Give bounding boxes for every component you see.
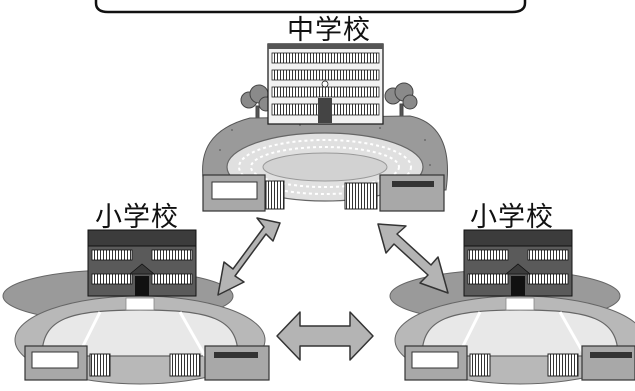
double-arrow-left-diagonal (217, 217, 281, 296)
tree-right (384, 82, 418, 119)
elementary-campus-left (2, 229, 270, 385)
label-elementary-left: 小学校 (95, 202, 179, 233)
elementary-right-gym-right (547, 345, 635, 381)
label-junior-high: 中学校 (287, 15, 371, 46)
elementary-left-gym-right (169, 345, 270, 381)
double-arrow-right-diagonal (377, 223, 449, 294)
elementary-right-gym-left (404, 345, 491, 381)
title-frame (94, 0, 527, 14)
junior-high-building (267, 43, 384, 125)
elementary-right-building (463, 229, 573, 297)
junior-high-campus (202, 43, 448, 212)
elementary-left-building (87, 229, 197, 297)
junior-high-gym-left (202, 174, 285, 212)
double-arrow-horizontal (276, 311, 374, 361)
elementary-left-gym-left (24, 345, 111, 381)
elementary-campus-right (389, 229, 635, 385)
junior-high-gym-right (344, 174, 445, 212)
label-elementary-right: 小学校 (470, 202, 554, 233)
